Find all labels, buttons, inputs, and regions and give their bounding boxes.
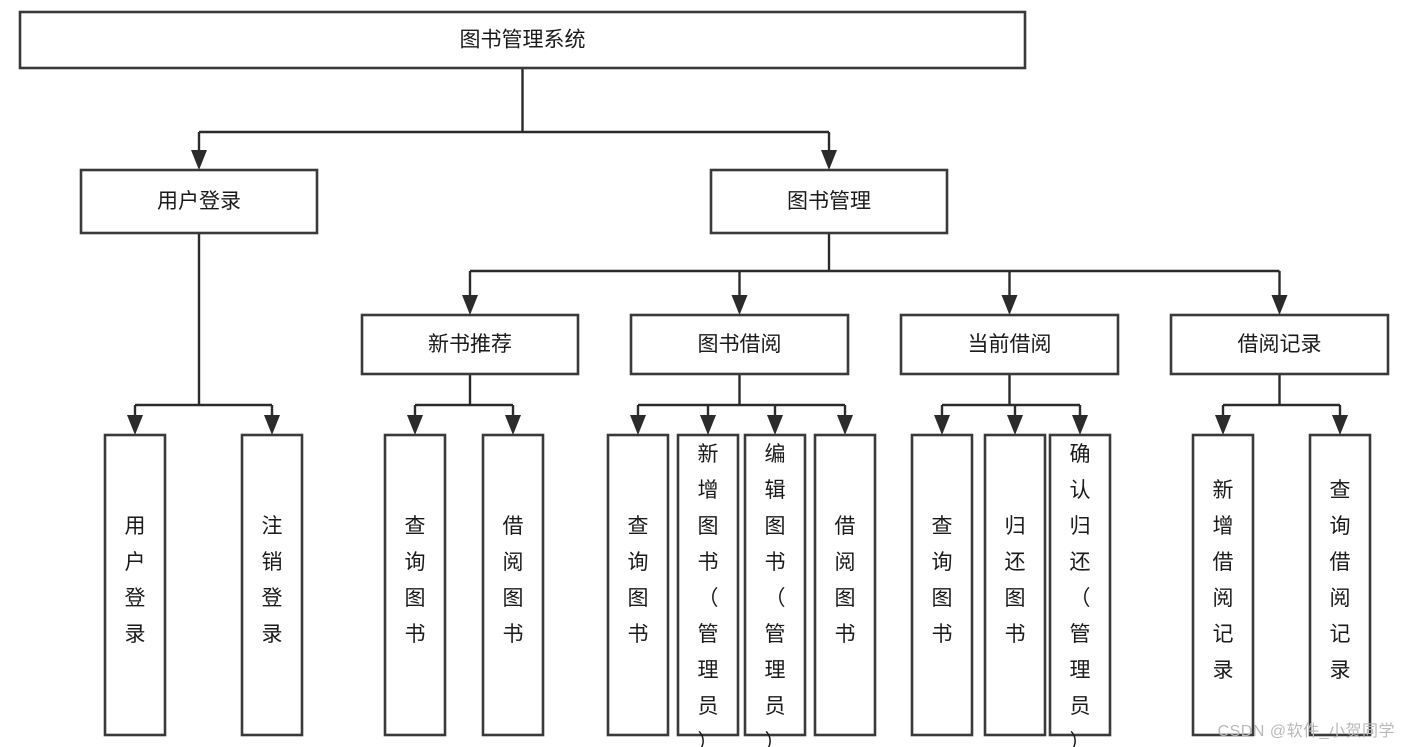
node-rect[interactable] <box>899 313 1120 376</box>
node-label: 用户登录 <box>125 515 146 646</box>
node-leaf-query-book-borrow[interactable]: 查询图书 <box>606 433 670 737</box>
node-label: 查询图书 <box>405 515 426 646</box>
csdn-watermark: CSDN @软件_小贺同学 <box>1217 723 1395 740</box>
node-label: 注销登录 <box>262 515 283 646</box>
arrow-head <box>1001 295 1018 315</box>
node-rect[interactable] <box>1308 433 1372 737</box>
nodes-layer: 图书管理系统用户登录图书管理新书推荐图书借阅当前借阅借阅记录用户登录注销登录查询… <box>18 10 1390 747</box>
node-rect[interactable] <box>813 433 877 737</box>
node-leaf-query-book-current[interactable]: 查询图书 <box>910 433 974 737</box>
node-label: 图书管理系统 <box>460 29 586 52</box>
arrow-head <box>630 415 646 435</box>
node-rect[interactable] <box>743 433 807 737</box>
node-leaf-query-book-rec[interactable]: 查询图书 <box>383 433 447 737</box>
arrow-head <box>127 415 143 435</box>
node-user-login[interactable]: 用户登录 <box>79 168 319 235</box>
node-rect[interactable] <box>709 168 949 235</box>
node-book-borrow[interactable]: 图书借阅 <box>629 313 850 376</box>
arrow-head <box>837 415 853 435</box>
arrow-head <box>731 295 748 315</box>
arrow-head <box>1215 415 1231 435</box>
node-label: 图书管理 <box>787 190 871 213</box>
node-label: 借阅图书 <box>503 515 524 646</box>
node-label: 新增借阅记录 <box>1213 479 1234 682</box>
node-borrow-record[interactable]: 借阅记录 <box>1169 313 1390 376</box>
node-leaf-borrow-book[interactable]: 借阅图书 <box>813 433 877 737</box>
node-label: 图书借阅 <box>698 333 782 356</box>
node-rect[interactable] <box>18 10 1027 70</box>
node-rect[interactable] <box>1191 433 1255 737</box>
node-rect[interactable] <box>606 433 670 737</box>
node-label: 确认归还（管理员） <box>1070 443 1091 747</box>
node-leaf-add-borrow-record[interactable]: 新增借阅记录 <box>1191 433 1255 737</box>
node-label: 借阅图书 <box>835 515 856 646</box>
arrow-head <box>767 415 783 435</box>
node-rect[interactable] <box>1048 433 1112 737</box>
node-rect[interactable] <box>240 433 304 737</box>
node-leaf-user-login[interactable]: 用户登录 <box>103 433 167 737</box>
arrow-head <box>1072 415 1088 435</box>
node-new-book-recommend[interactable]: 新书推荐 <box>360 313 580 376</box>
arrow-head <box>1332 415 1348 435</box>
node-label: 新增图书（管理员） <box>698 443 719 747</box>
arrow-head <box>264 415 280 435</box>
node-label: 归还图书 <box>1005 515 1026 646</box>
arrow-head <box>700 415 716 435</box>
arrow-head <box>1007 415 1023 435</box>
node-book-management[interactable]: 图书管理 <box>709 168 949 235</box>
node-label: 查询图书 <box>628 515 649 646</box>
node-label: 编辑图书（管理员） <box>765 443 786 747</box>
node-leaf-edit-book-admin[interactable]: 编辑图书（管理员） <box>743 433 807 747</box>
arrow-head <box>191 150 207 170</box>
node-root[interactable]: 图书管理系统 <box>18 10 1027 70</box>
node-leaf-logout[interactable]: 注销登录 <box>240 433 304 737</box>
node-leaf-confirm-return-admin[interactable]: 确认归还（管理员） <box>1048 433 1112 747</box>
node-rect[interactable] <box>1169 313 1390 376</box>
node-rect[interactable] <box>383 433 447 737</box>
node-label: 新书推荐 <box>428 333 512 356</box>
arrow-head <box>1271 295 1288 315</box>
node-rect[interactable] <box>360 313 580 376</box>
node-leaf-return-book[interactable]: 归还图书 <box>983 433 1047 737</box>
node-current-borrow[interactable]: 当前借阅 <box>899 313 1120 376</box>
node-rect[interactable] <box>79 168 319 235</box>
node-rect[interactable] <box>983 433 1047 737</box>
arrow-head <box>821 150 837 170</box>
node-rect[interactable] <box>481 433 545 737</box>
node-rect[interactable] <box>676 433 740 737</box>
arrow-head <box>407 415 423 435</box>
node-rect[interactable] <box>629 313 850 376</box>
arrow-head <box>462 295 478 315</box>
node-leaf-borrow-book-rec[interactable]: 借阅图书 <box>481 433 545 737</box>
node-label: 查询图书 <box>932 515 953 646</box>
arrow-head <box>934 415 950 435</box>
node-rect[interactable] <box>103 433 167 737</box>
arrow-head <box>505 415 521 435</box>
node-label: 查询借阅记录 <box>1330 479 1351 682</box>
node-leaf-add-book-admin[interactable]: 新增图书（管理员） <box>676 433 740 747</box>
node-label: 用户登录 <box>157 190 241 213</box>
node-leaf-query-borrow-record[interactable]: 查询借阅记录 <box>1308 433 1372 737</box>
node-rect[interactable] <box>910 433 974 737</box>
connectors-layer <box>127 68 1348 435</box>
node-label: 借阅记录 <box>1238 333 1322 356</box>
node-label: 当前借阅 <box>968 333 1052 356</box>
